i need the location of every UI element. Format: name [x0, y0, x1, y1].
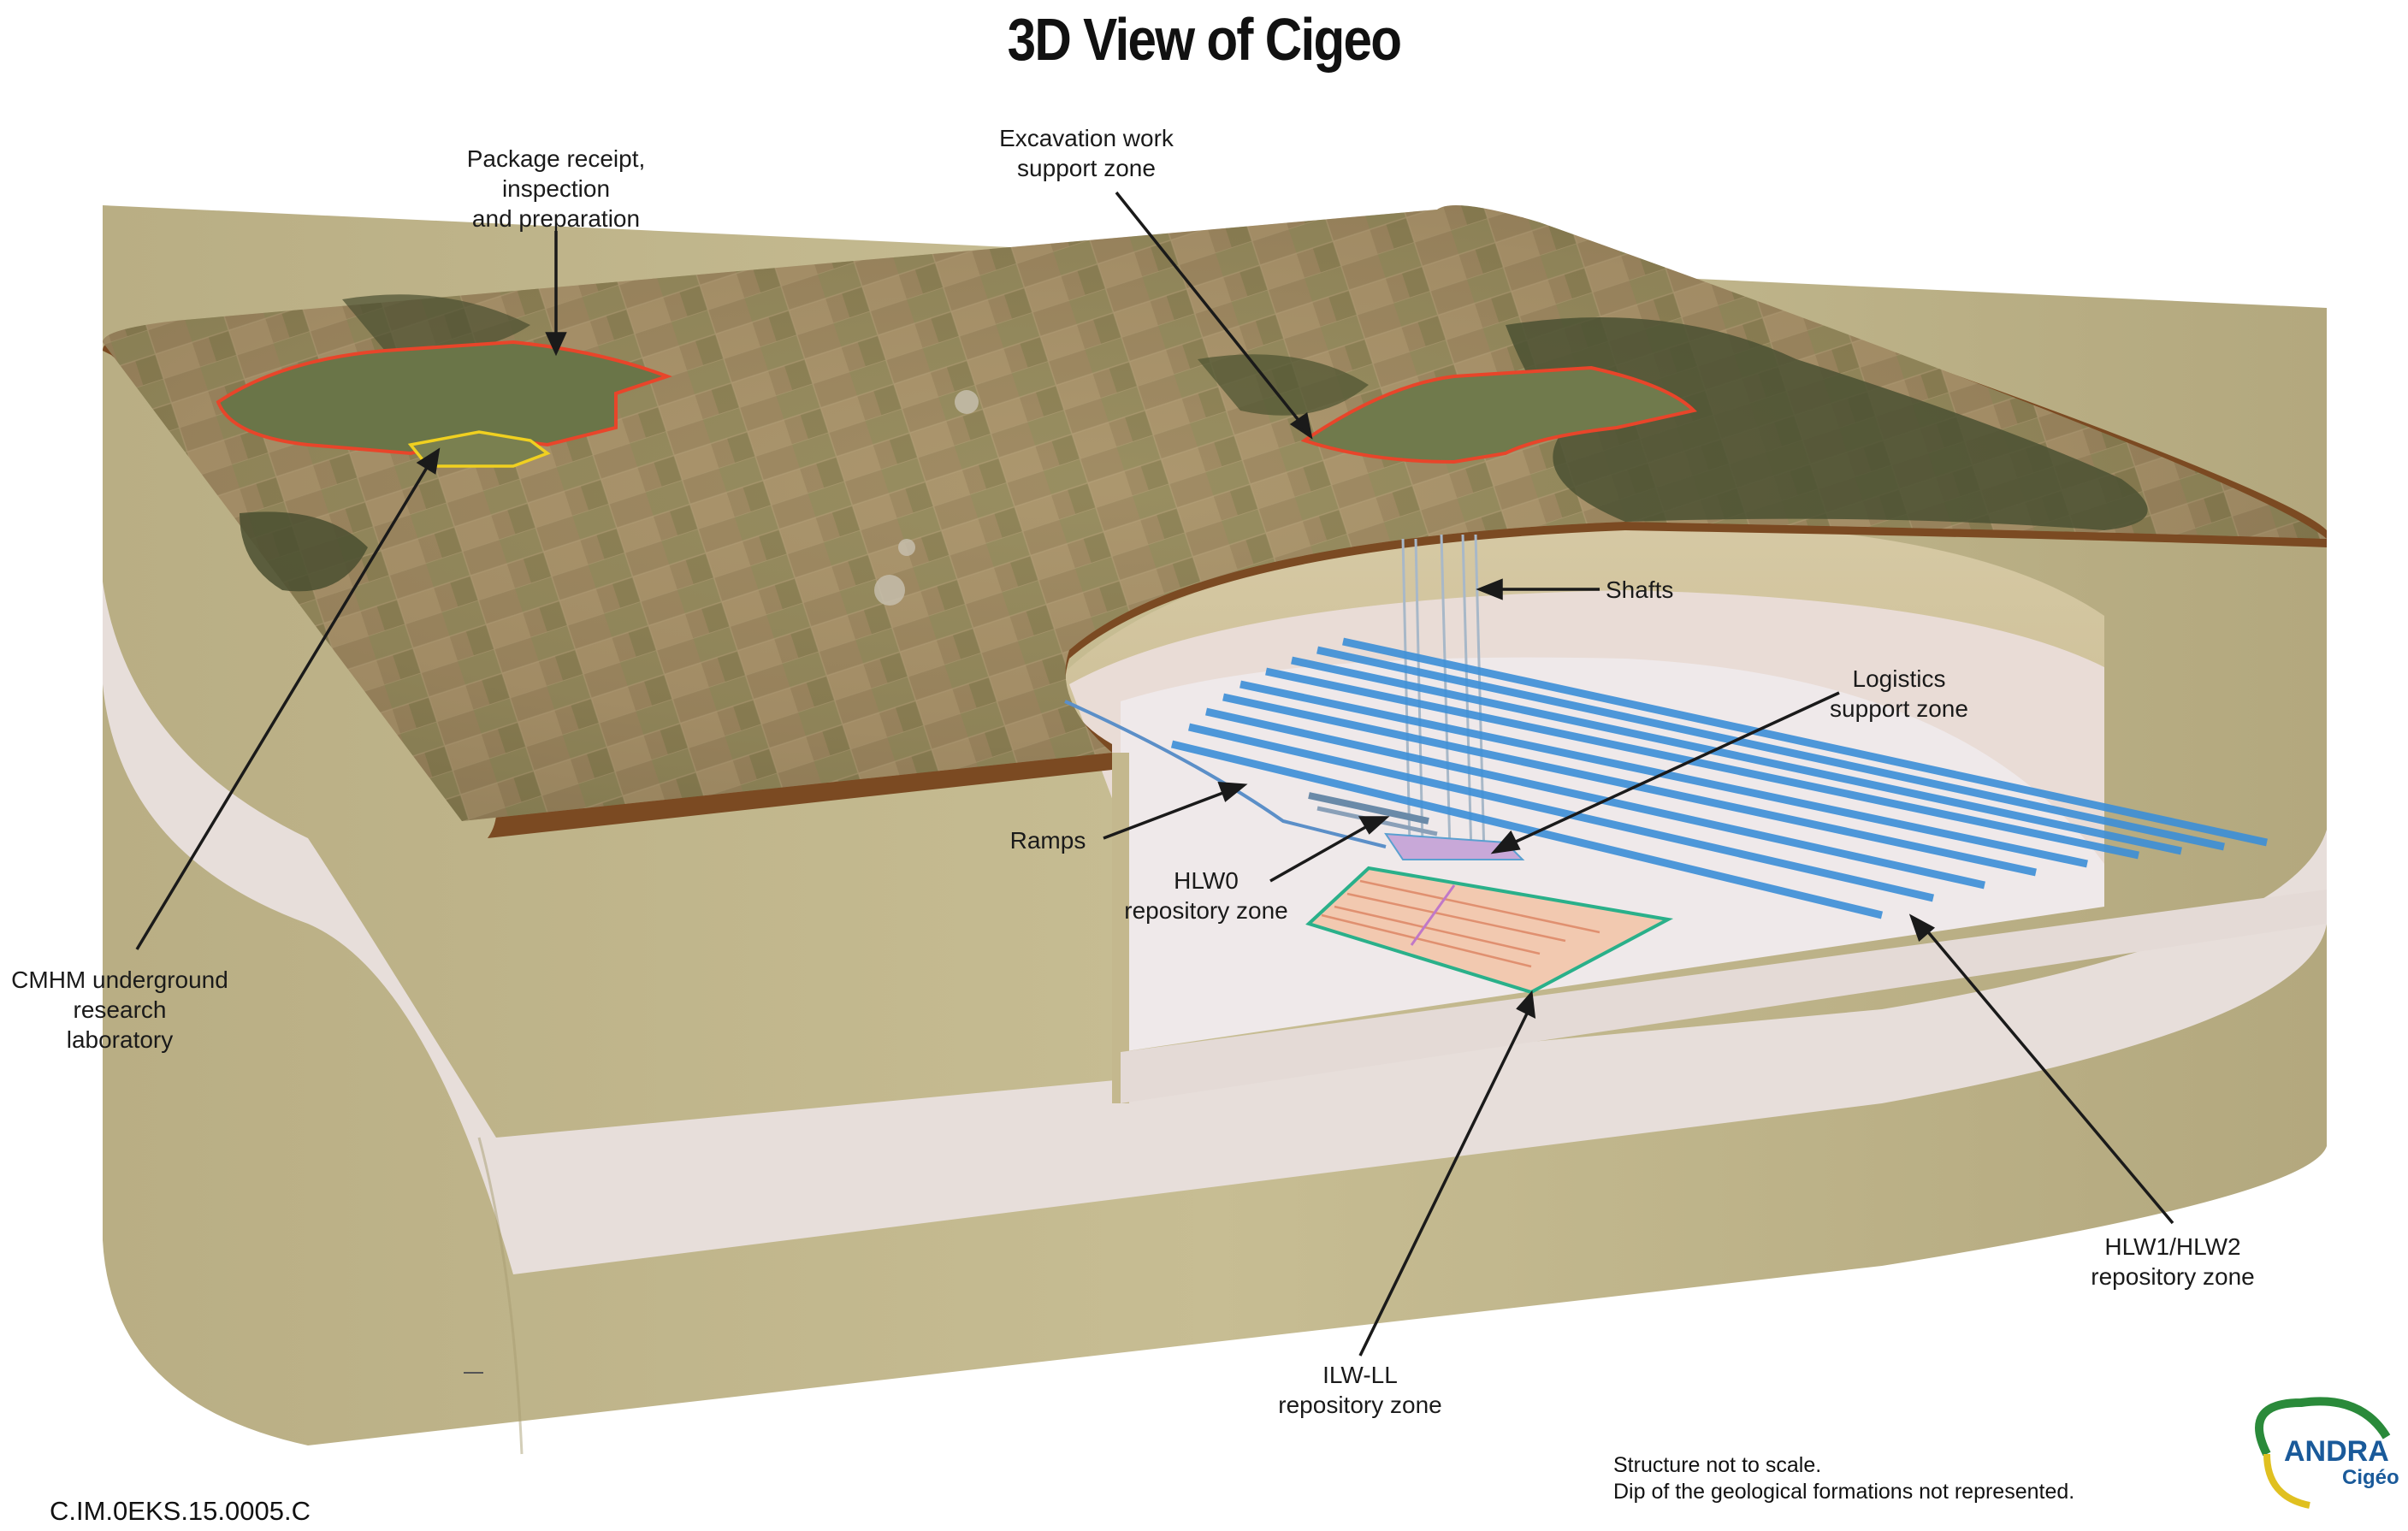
scale-note-line2: Dip of the geological formations not rep… [1613, 1480, 2075, 1504]
forest-patch-top [342, 294, 530, 352]
forest-patch-left [240, 511, 368, 592]
label-ramps: Ramps [1009, 827, 1086, 854]
clay-layer [103, 582, 2327, 1274]
label-ilw-ll: ILW-LL repository zone [1278, 1362, 1442, 1418]
label-hlw1-hlw2: HLW1/HLW2 repository zone [2091, 1233, 2255, 1290]
reference-code: C.IM.0EKS.15.0005.C [50, 1496, 311, 1526]
front-corner-edge [477, 1137, 524, 1455]
cutaway-front-face [1121, 770, 2327, 1103]
arrow-ilw-ll [1358, 1013, 1529, 1357]
package-receipt-zone [216, 340, 672, 456]
label-excavation-support: Excavation work support zone [999, 125, 1174, 181]
village-1 [874, 575, 905, 606]
excavation-support-zone [1300, 365, 1697, 464]
forest-patch-mid [1198, 354, 1369, 416]
arrow-hlw1-hlw2 [1923, 926, 2174, 1225]
forest-area [1506, 317, 2148, 530]
ilw-ll-tunnels [1305, 866, 1674, 995]
arrow-logistics [1513, 691, 1840, 844]
village-2 [955, 390, 979, 414]
hlw1-hlw2-tunnels [1170, 637, 2268, 919]
arrow-hlw0 [1269, 824, 1370, 883]
label-package-receipt: Package receipt, inspection and preparat… [466, 145, 646, 232]
logo-subtitle: Cigéo [2342, 1466, 2399, 1489]
diagram-title: 3D View of Cigeo [1007, 6, 1402, 73]
arrow-cmhm [135, 465, 429, 950]
andra-logo-icon [2255, 1397, 2391, 1509]
ramp-tunnel [1064, 700, 1387, 848]
arrow-ramps [1103, 789, 1228, 840]
callout-arrows [135, 191, 2174, 1357]
logistics-support-zone [1384, 832, 1525, 860]
label-logistics-support: Logistics support zone [1830, 665, 1968, 722]
arrow-excavation [1115, 191, 1306, 429]
label-hlw0: HLW0 repository zone [1124, 867, 1288, 924]
label-cmhm-lab: CMHM underground research laboratory [11, 966, 228, 1053]
village-3 [898, 539, 915, 556]
scale-note-line1: Structure not to scale. [1613, 1453, 1822, 1477]
logo-name: ANDRA [2284, 1435, 2389, 1468]
label-shafts: Shafts [1606, 576, 1674, 603]
cutaway-side-wall [1112, 753, 1129, 1103]
